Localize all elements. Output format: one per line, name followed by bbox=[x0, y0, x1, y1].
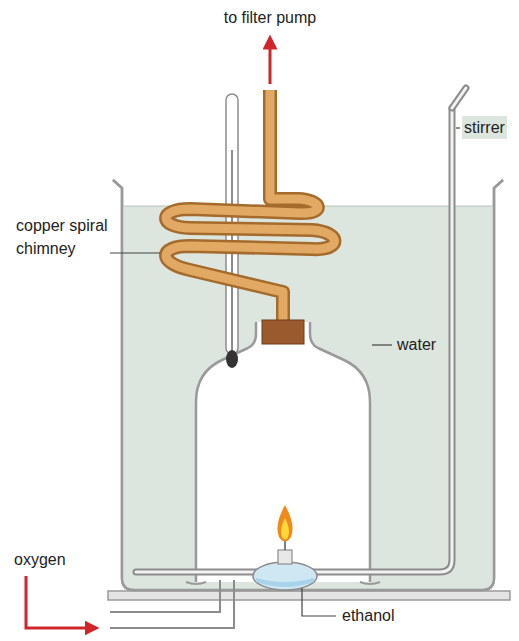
part-label: water bbox=[395, 333, 438, 356]
stirrer bbox=[136, 108, 452, 572]
flask-air bbox=[196, 322, 370, 582]
oxygen-arrow bbox=[26, 576, 92, 628]
cork bbox=[262, 320, 304, 344]
ethanol-liquid bbox=[256, 578, 314, 587]
oxygen-pipe bbox=[110, 580, 234, 628]
stirrer-handle-core bbox=[452, 88, 466, 108]
flask bbox=[196, 322, 370, 582]
copper-spiral-fill bbox=[166, 90, 335, 334]
part-label: to filter pump bbox=[224, 6, 316, 29]
leader-line bbox=[110, 252, 160, 253]
stirrer-handle bbox=[452, 88, 466, 108]
part-label: oxygen bbox=[14, 548, 66, 571]
burner bbox=[253, 562, 317, 590]
part-label: stirrer bbox=[462, 116, 507, 139]
copper-spiral bbox=[166, 90, 335, 334]
burner-neck bbox=[278, 550, 292, 564]
leader-line bbox=[456, 127, 460, 128]
part-label: copper spiral chimney bbox=[16, 214, 108, 260]
base-plate bbox=[108, 591, 510, 600]
outflow-arrow bbox=[269, 42, 272, 84]
leader-line bbox=[302, 588, 336, 616]
flame bbox=[277, 505, 292, 542]
stirrer-core bbox=[136, 108, 452, 572]
part-label: ethanol bbox=[340, 604, 397, 627]
leader-line bbox=[372, 344, 392, 345]
thermometer-bulb bbox=[226, 350, 238, 368]
flame-core bbox=[281, 518, 289, 540]
